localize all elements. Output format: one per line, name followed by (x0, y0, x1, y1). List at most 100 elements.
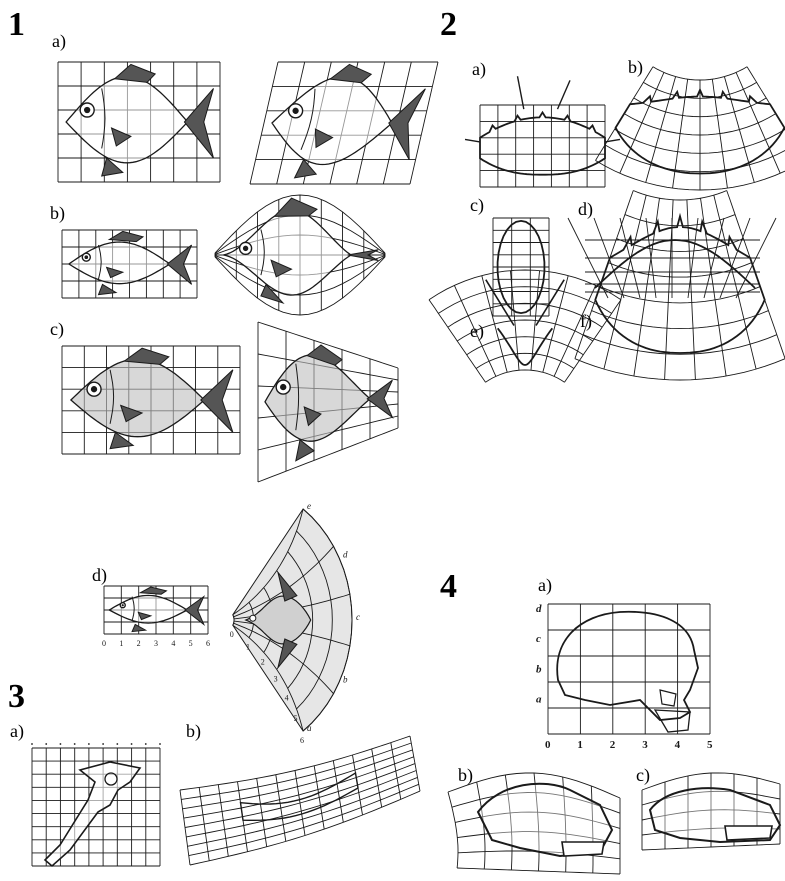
fig1d-arc-label: b (343, 674, 348, 684)
fig4a-x-tick: 2 (610, 739, 616, 751)
fig1d-left-fish-dorsal-fin (140, 587, 166, 594)
fig2e-hline (486, 370, 565, 382)
fig1d-x-tick: 1 (119, 639, 123, 648)
fig1d-left-fish-pupil (122, 604, 124, 606)
fig3b-warped-pelvis-grid (180, 736, 420, 865)
fig1a-right-fish-body (272, 77, 392, 165)
fig1b-left-fish-pupil (85, 255, 89, 259)
fig1c-left-fish-body (71, 359, 205, 437)
fig1d-fan-tick: 0 (230, 630, 234, 639)
fig1d-sunfish-eye (250, 615, 256, 621)
fig4a-y-tick: a (536, 694, 542, 706)
fig2e-hline (429, 270, 621, 300)
fig1d-x-tick: 0 (102, 639, 106, 648)
fig1a-left-fish-dorsal-fin (115, 64, 156, 82)
fig1d-sunfish-fan-grid (233, 509, 352, 731)
fig2e-hline (457, 320, 593, 341)
fig1b-left-fish-dorsal-fin (109, 231, 143, 241)
fig1d-fan-tick: 6 (300, 736, 304, 745)
fig1d-arc-label: e (307, 501, 311, 511)
fig2e-hline (438, 287, 611, 314)
fig4a-y-tick: b (536, 663, 542, 675)
fig4a-x-tick: 4 (675, 739, 681, 751)
fig1d-x-tick: 6 (206, 639, 210, 648)
fig2f-hline (575, 359, 785, 380)
fig2-carapace-grids (429, 67, 785, 383)
fig1a-sheared-fish-grid (250, 62, 438, 184)
fig1c-original-fish-grid (62, 346, 240, 454)
fig2b-vline (747, 67, 785, 161)
fig3a-tick (102, 743, 104, 745)
fig4a-jaw (655, 710, 690, 732)
fig2d-outline (595, 240, 755, 288)
fig1d-small-fish-grid (104, 586, 208, 634)
fig1d-x-tick: 5 (189, 639, 193, 648)
fig1a-original-fish-grid (58, 62, 220, 182)
fig1d-left-fish-tail (185, 597, 204, 625)
fig2e-outline (498, 328, 553, 365)
fig1d-x-tick: 4 (171, 639, 175, 648)
fig1d-fan-tick: 1 (246, 643, 250, 652)
axis-tick-labels: 01234560123456edcba012345dcba (102, 501, 713, 751)
fig3a-tick (60, 743, 62, 745)
fig3a-tick (159, 743, 161, 745)
fig2e-hline (448, 303, 602, 327)
fig3a-tick (116, 743, 118, 745)
fig1a-right-vline (410, 62, 438, 184)
fig1d-fan-tick: 5 (294, 714, 298, 723)
fig3b-hline (181, 743, 411, 799)
fig1a-left-fish-pupil (84, 107, 90, 113)
fig2f-hline (633, 191, 726, 201)
fig4a-x-tick: 1 (577, 739, 583, 751)
fig4a-human-skull (557, 612, 698, 720)
fig2e-hline (467, 337, 584, 355)
fig3a-tick (74, 743, 76, 745)
fig1a-right-fish-pupil (292, 108, 298, 114)
fig4b-chimp-skull-grid (448, 773, 620, 874)
fig1b-left-fish-tail (167, 245, 191, 284)
fig2f-hline (583, 335, 777, 355)
fig4a-y-tick: c (536, 633, 541, 645)
fig1b-left-fish-ventral-fin (99, 284, 117, 294)
fig1d-arc-label: d (343, 550, 348, 560)
fig1b-left-fish-body (69, 242, 170, 284)
fig2b-hline (653, 67, 747, 80)
fig2e-hline (476, 353, 574, 368)
fig1c-right-fish-tail (367, 380, 392, 417)
fig1a-right-fish-tail (389, 89, 426, 160)
fig1a-left-fish-tail (184, 88, 213, 158)
fig3a-pelvis-grid (31, 743, 161, 866)
fig4c-teeth (725, 826, 772, 840)
fig3a-tick (131, 743, 133, 745)
fig2f-vline (604, 195, 646, 369)
fig4a-x-tick: 0 (545, 739, 551, 751)
fig2f-hline (592, 311, 769, 329)
fig1b-original-fish-grid (62, 230, 197, 298)
fig1d-arc-label: a (307, 723, 312, 733)
fig1d-fan-tick: 3 (274, 674, 278, 683)
fig3a-tick (145, 743, 147, 745)
fig1c-left-fish-pupil (91, 386, 97, 392)
fig2f-hline (600, 287, 760, 303)
fig4c-baboon-skull-grid (642, 773, 780, 850)
fig4a-x-tick: 3 (642, 739, 648, 751)
fig4a-human-skull-grid (548, 604, 710, 734)
fig1c-right-fish-pupil (280, 384, 286, 390)
fig1d-x-tick: 2 (137, 639, 141, 648)
fig1c-trapezoid-fish-grid (258, 322, 398, 482)
fig4b-teeth (562, 842, 604, 856)
fig1b-right-fish-pupil (243, 246, 248, 251)
fig4b-vline (448, 792, 458, 868)
fig1b-lens-fish-grid (215, 195, 385, 315)
fig1d-arc-label: c (356, 612, 360, 622)
fig1d-x-tick: 3 (154, 639, 158, 648)
fig2b-hline (596, 161, 785, 191)
fig2e-horn (536, 280, 564, 326)
fig2a-antenna (518, 76, 524, 109)
fig1c-right-fish-body (265, 355, 370, 441)
fig3a-tick (88, 743, 90, 745)
fig1c-left-fish-tail (201, 370, 233, 433)
fig4a-orbit (660, 690, 676, 706)
